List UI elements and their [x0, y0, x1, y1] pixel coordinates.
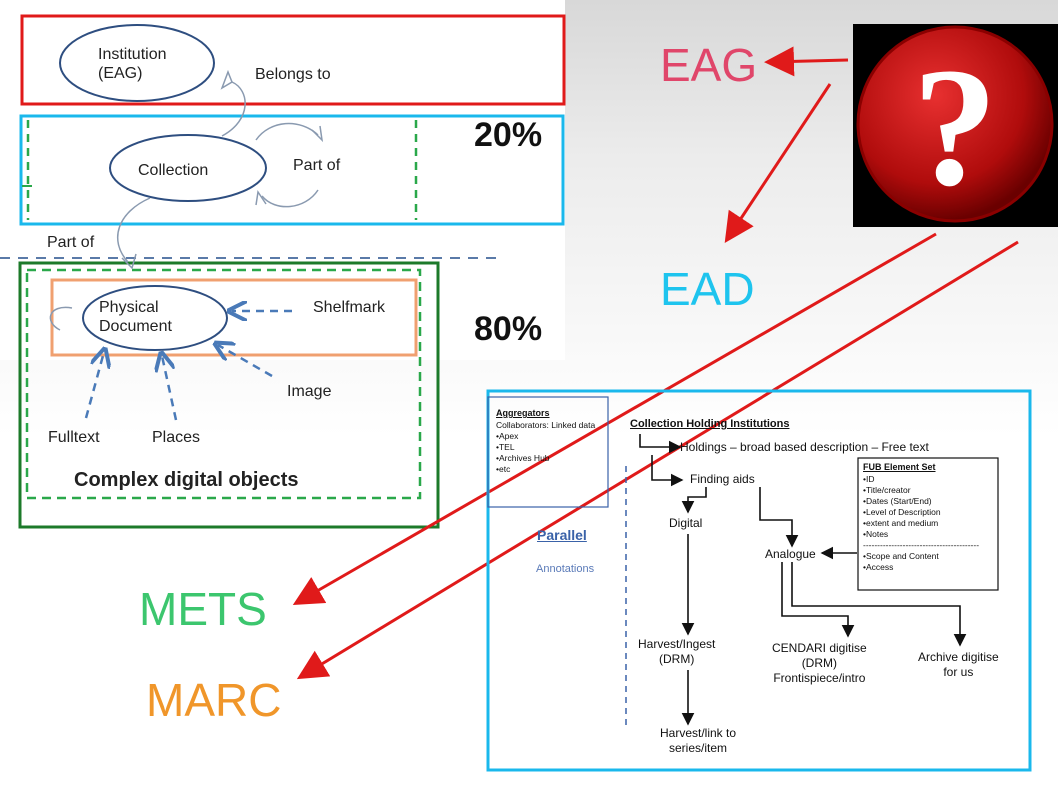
parallel-label: Parallel [537, 527, 587, 543]
belongs-to-label: Belongs to [255, 66, 331, 83]
percent-bottom: 80% [474, 310, 543, 348]
fulltext-label: Fulltext [48, 429, 100, 446]
aggregators-list: Collaborators: Linked data •Apex •TEL •A… [496, 420, 596, 475]
collection-ellipse [109, 134, 267, 202]
eag-label: EAG [660, 39, 758, 91]
annotations-label: Annotations [536, 563, 595, 575]
digital-label: Digital [669, 516, 703, 530]
svg-text:?: ? [913, 33, 998, 221]
complex-objects-label: Complex digital objects [74, 469, 299, 491]
institution-label: Institution(EAG) [98, 46, 167, 83]
collection-box [19, 114, 565, 226]
holdings-label: Holdings – broad based description – Fre… [680, 440, 929, 454]
question-mark-icon [856, 25, 1054, 223]
shelfmark-label: Shelfmark [313, 299, 386, 316]
arrow-to-ead [724, 83, 832, 244]
places-label: Places [152, 429, 201, 446]
harvest-ingest-label: Harvest/Ingest(DRM) [638, 637, 716, 666]
aggregators-box [487, 396, 609, 508]
complex-objects-box [18, 261, 440, 529]
part-of-label-collection: Part of [293, 157, 341, 174]
arrow-to-mets [292, 232, 937, 605]
arrow-to-eag [764, 46, 849, 77]
chi-title: Collection Holding Institutions [630, 418, 790, 430]
collection-label: Collection [138, 162, 209, 179]
institution-ellipse [59, 24, 215, 102]
arrow-to-marc [296, 240, 1019, 680]
aggregators-title: Aggregators [496, 408, 550, 418]
finding-aids-label: Finding aids [690, 472, 755, 486]
ead-label: EAD [660, 263, 755, 315]
image-label: Image [287, 383, 332, 400]
percent-top: 20% [474, 116, 543, 154]
marc-label: MARC [146, 674, 282, 726]
cendari-label: CENDARI digitise(DRM)Frontispiece/intro [772, 641, 867, 685]
workflow-box [486, 389, 1032, 772]
fub-title: FUB Element Set [863, 462, 936, 472]
fub-list: •ID •Title/creator •Dates (Start/End) •L… [863, 474, 980, 573]
mets-label: METS [139, 583, 267, 635]
analogue-label: Analogue [765, 547, 816, 561]
part-of-label-document: Part of [47, 234, 95, 251]
fub-element-box [857, 457, 999, 591]
